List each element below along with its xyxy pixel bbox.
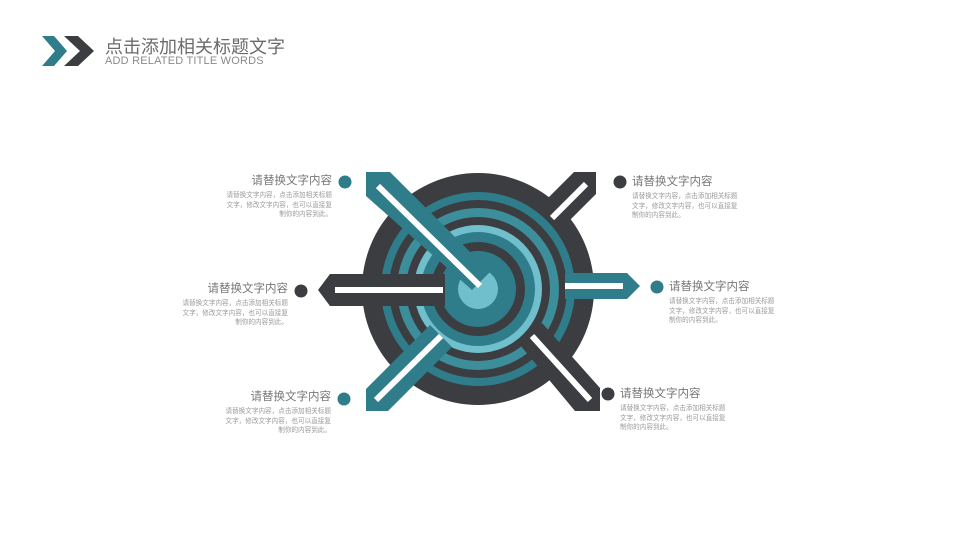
arrow-lower-left — [366, 325, 452, 411]
callout-middle-left: 请替换文字内容 请替换文字内容，点击添加相关标题文字，修改文字内容，也可以直接复… — [128, 280, 289, 328]
callout-middle-right: 请替换文字内容 请替换文字内容，点击添加相关标题文字，修改文字内容，也可以直接复… — [669, 278, 829, 326]
callout-text: 请替换文字内容，点击添加相关标题文字，修改文字内容，也可以直接复制你的内容到此。 — [620, 404, 726, 432]
page-title: 点击添加相关标题文字 — [105, 37, 285, 58]
arrow-left — [318, 274, 445, 306]
callout-dot-6 — [601, 387, 615, 401]
callout-dot-5 — [650, 280, 664, 294]
page-subtitle: ADD RELATED TITLE WORDS — [105, 55, 264, 67]
pointer-upper-left — [366, 172, 490, 290]
callout-upper-left: 请替换文字内容 请替换文字内容，点击添加相关标题文字，修改文字内容，也可以直接复… — [172, 172, 333, 220]
callout-text: 请替换文字内容，点击添加相关标题文字，修改文字内容，也可以直接复制你的内容到此。 — [669, 297, 775, 325]
arrow-right — [565, 273, 640, 299]
chevron-logo-icon — [42, 36, 94, 66]
callout-lower-left: 请替换文字内容 请替换文字内容，点击添加相关标题文字，修改文字内容，也可以直接复… — [171, 388, 332, 436]
callout-dot-1 — [338, 175, 352, 189]
callout-dot-2 — [294, 284, 308, 298]
callout-text: 请替换文字内容，点击添加相关标题文字，修改文字内容，也可以直接复制你的内容到此。 — [225, 407, 332, 435]
callout-lower-right: 请替换文字内容 请替换文字内容，点击添加相关标题文字，修改文字内容，也可以直接复… — [620, 385, 780, 433]
callout-heading: 请替换文字内容 — [251, 173, 333, 187]
callout-heading: 请替换文字内容 — [632, 174, 713, 188]
arrow-lower-right — [520, 323, 600, 411]
callout-heading: 请替换文字内容 — [207, 281, 289, 295]
callout-upper-right: 请替换文字内容 请替换文字内容，点击添加相关标题文字，修改文字内容，也可以直接复… — [632, 173, 792, 221]
arrow-upper-right — [537, 172, 596, 231]
callout-heading: 请替换文字内容 — [620, 386, 701, 400]
callout-text: 请替换文字内容，点击添加相关标题文字，修改文字内容，也可以直接复制你的内容到此。 — [632, 192, 738, 220]
callout-dot-4 — [613, 175, 627, 189]
callout-text: 请替换文字内容，点击添加相关标题文字，修改文字内容，也可以直接复制你的内容到此。 — [182, 299, 289, 327]
callout-heading: 请替换文字内容 — [250, 389, 332, 403]
callout-dot-3 — [337, 392, 351, 406]
callout-text: 请替换文字内容，点击添加相关标题文字，修改文字内容，也可以直接复制你的内容到此。 — [226, 191, 333, 219]
callout-heading: 请替换文字内容 — [669, 279, 750, 293]
